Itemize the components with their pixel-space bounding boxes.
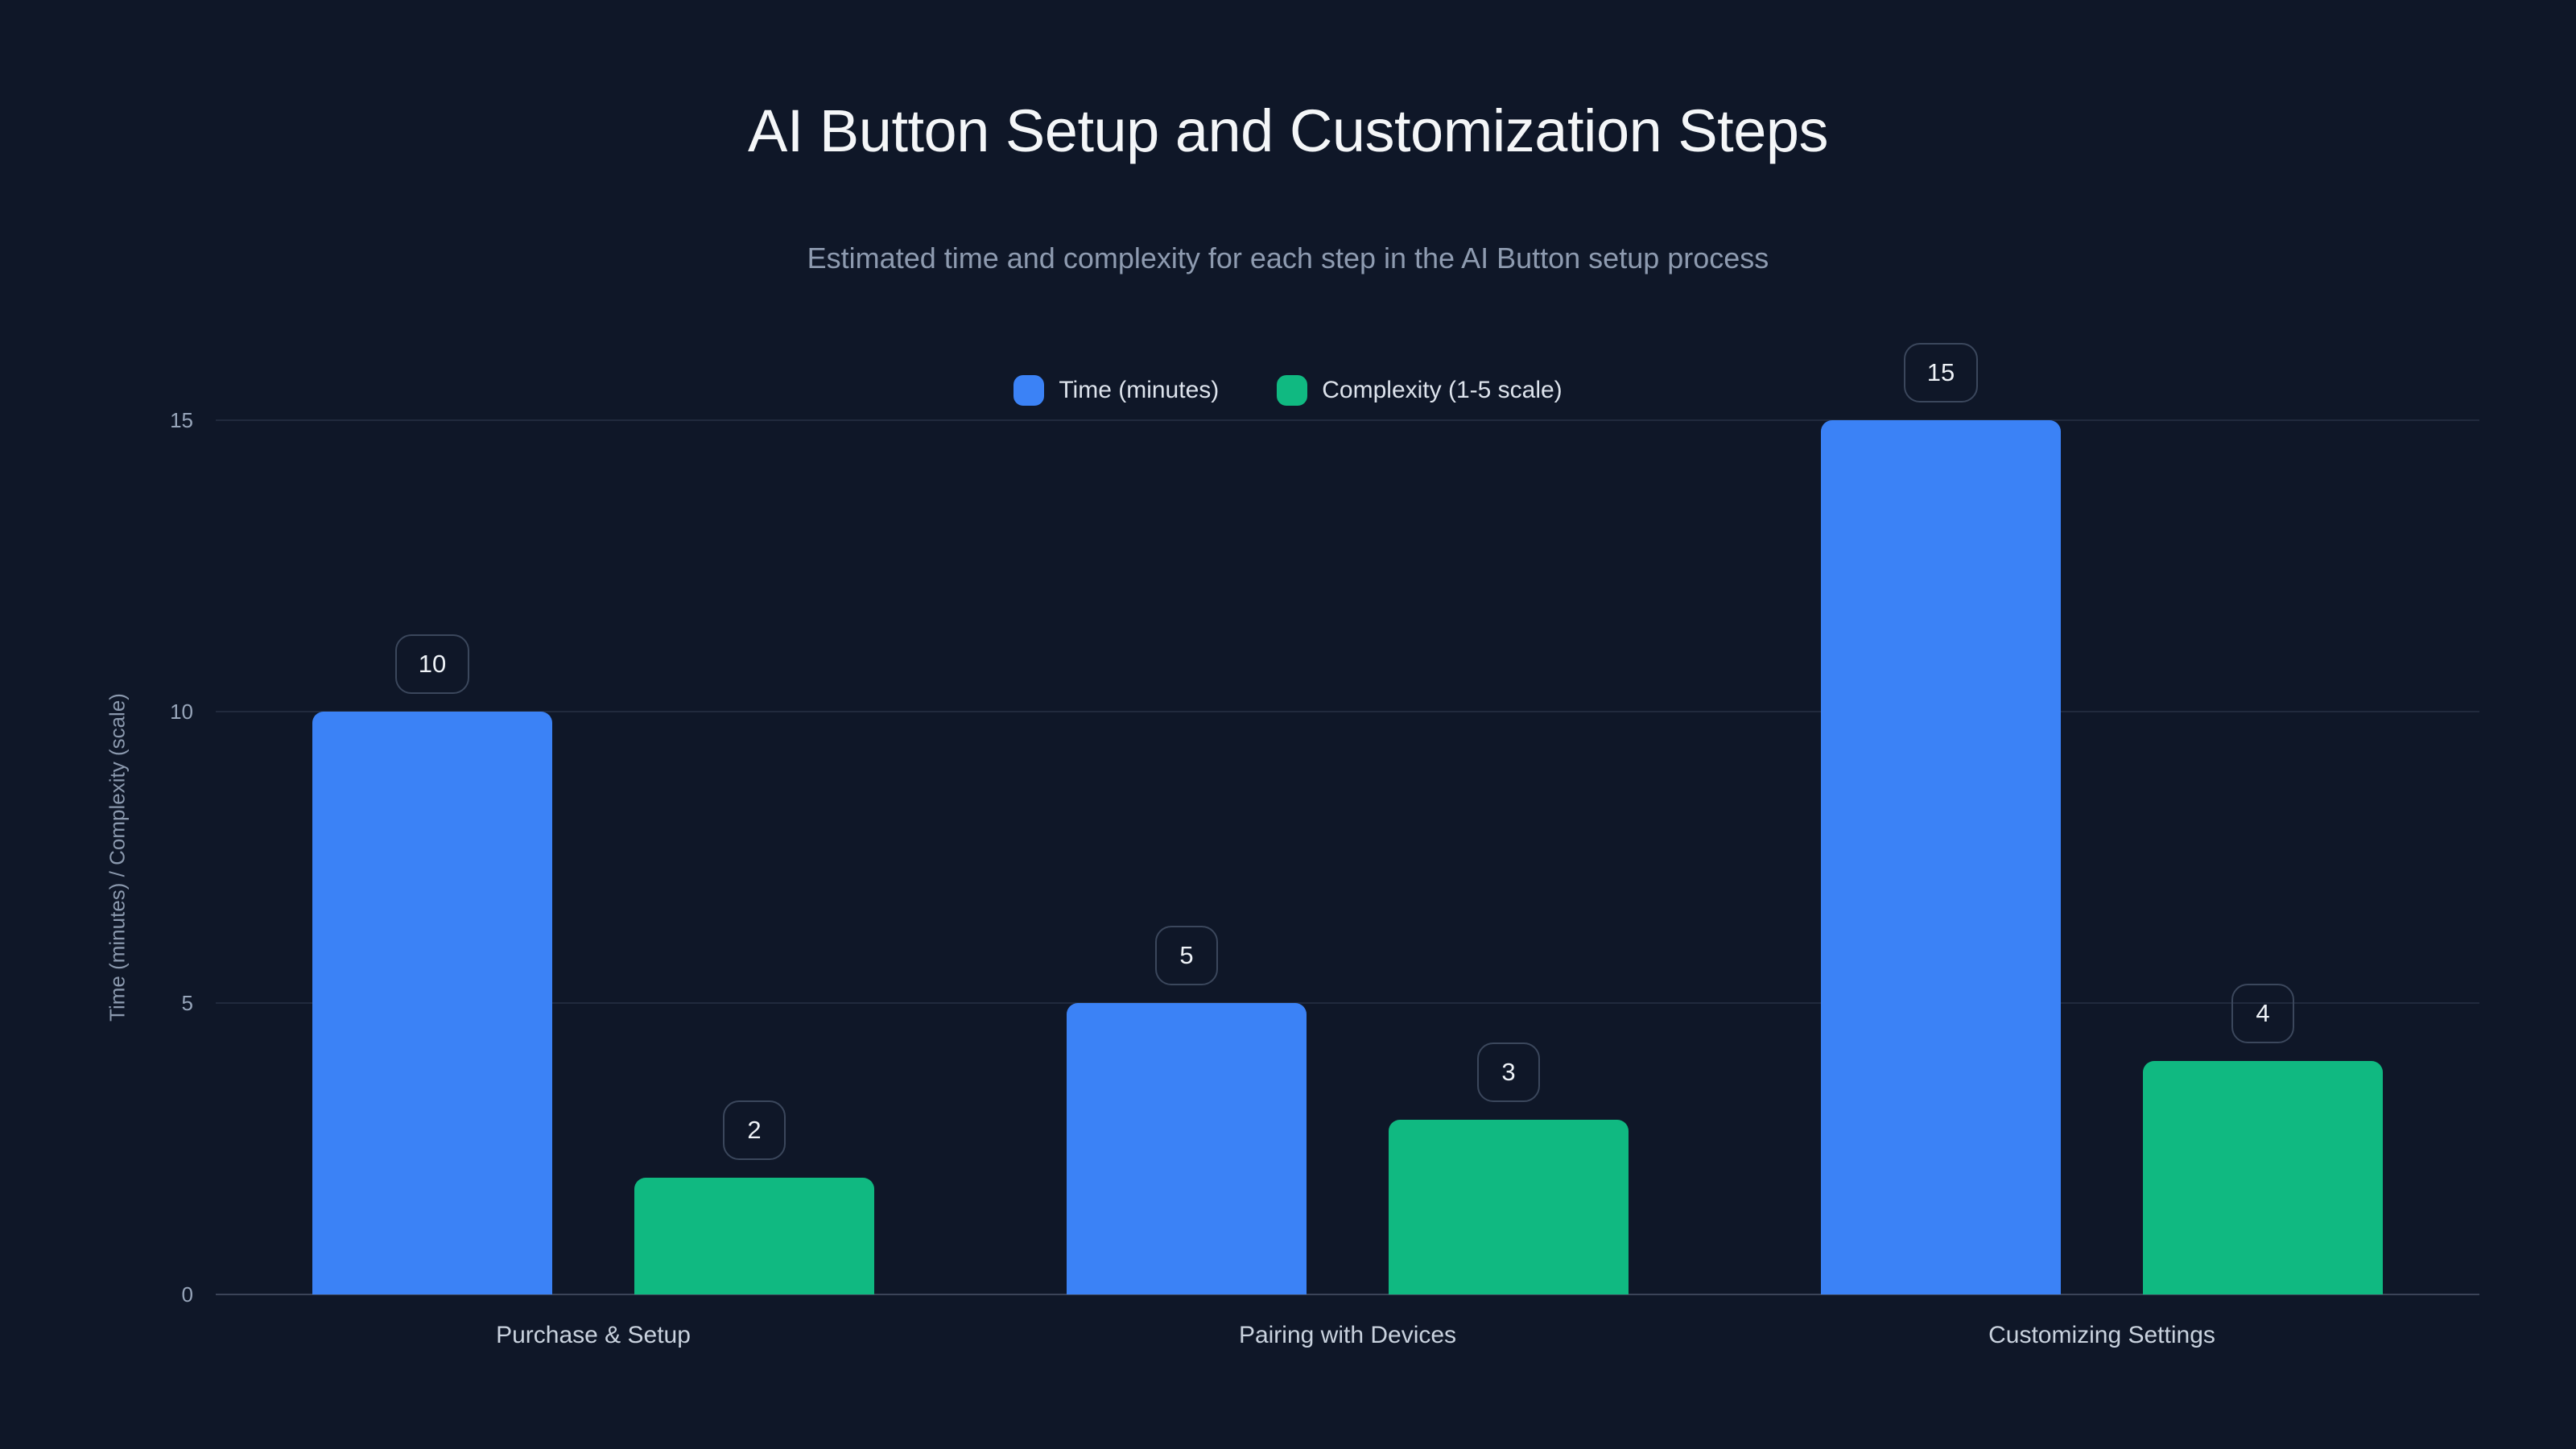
x-axis-label-pairing-with-devices: Pairing with Devices (1238, 1322, 1457, 1348)
legend-item-time-minutes[interactable]: Time (minutes) (1013, 375, 1219, 406)
bar-complexity-1-5-scale-customizing-settings[interactable] (2143, 1061, 2383, 1294)
bar-time-minutes-customizing-settings[interactable] (1821, 420, 2061, 1294)
chart-subtitle: Estimated time and complexity for each s… (807, 242, 1769, 275)
legend-label: Time (minutes) (1059, 377, 1220, 403)
y-axis-title: Time (minutes) / Complexity (scale) (105, 693, 130, 1022)
gridline-y-10 (216, 711, 2479, 712)
bar-complexity-1-5-scale-pairing-with-devices[interactable] (1389, 1120, 1629, 1294)
value-label-badge-time-minutes-purchase-setup: 10 (395, 634, 469, 694)
y-tick-label-15: 15 (170, 408, 193, 432)
x-axis-label-customizing-settings: Customizing Settings (1988, 1322, 2215, 1348)
legend-swatch (1277, 375, 1308, 406)
x-axis-label-purchase-setup: Purchase & Setup (496, 1322, 691, 1348)
y-tick-label-0: 0 (181, 1282, 193, 1307)
x-axis-line (216, 1294, 2479, 1295)
value-label-badge-time-minutes-pairing-with-devices: 5 (1155, 926, 1218, 985)
y-tick-label-10: 10 (170, 700, 193, 724)
y-tick-label-5: 5 (181, 991, 193, 1015)
legend-swatch (1013, 375, 1045, 406)
plot-area: 10 2 5 3 15 4 (216, 343, 2479, 1295)
gridline-y-5 (216, 1002, 2479, 1004)
value-label-badge-time-minutes-customizing-settings: 15 (1904, 343, 1978, 402)
legend: Time (minutes) Complexity (1-5 scale) (0, 372, 2576, 409)
value-label-badge-complexity-1-5-scale-customizing-settings: 4 (2231, 984, 2294, 1043)
chart-title: AI Button Setup and Customization Steps (747, 97, 1829, 164)
value-label-badge-complexity-1-5-scale-pairing-with-devices: 3 (1477, 1042, 1540, 1102)
value-label-badge-complexity-1-5-scale-purchase-setup: 2 (723, 1100, 786, 1160)
bar-time-minutes-purchase-setup[interactable] (312, 712, 552, 1294)
gridline-y-15 (216, 419, 2479, 421)
legend-item-complexity-1-5-scale[interactable]: Complexity (1-5 scale) (1277, 375, 1563, 406)
bar-complexity-1-5-scale-purchase-setup[interactable] (634, 1178, 874, 1294)
legend-label: Complexity (1-5 scale) (1322, 377, 1563, 403)
bar-time-minutes-pairing-with-devices[interactable] (1067, 1003, 1307, 1294)
